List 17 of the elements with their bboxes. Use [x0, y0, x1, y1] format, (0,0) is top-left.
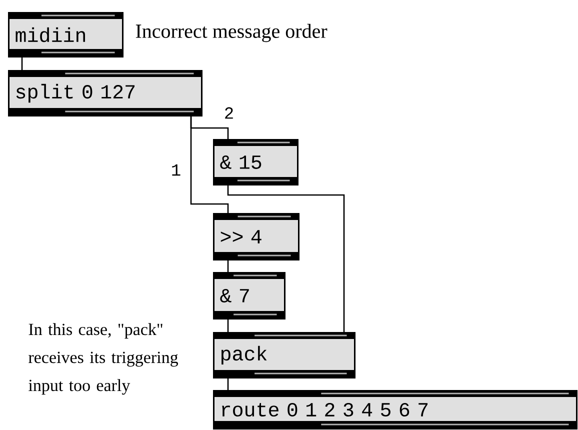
patch-cord — [227, 260, 229, 273]
object-box: & 15 — [213, 138, 298, 186]
object-box: >> 4 — [213, 213, 300, 260]
patch-cord — [190, 116, 229, 214]
comment: In this case, "pack" receives its triggering input too early — [28, 323, 178, 395]
patch-cord — [227, 378, 229, 391]
comment: Incorrect message order — [136, 24, 328, 42]
object-box: split 0 127 — [8, 70, 202, 116]
edge-label: 2 — [222, 106, 236, 120]
patch-cord — [21, 56, 23, 71]
patch-cord — [227, 184, 345, 333]
edge-label: 1 — [170, 163, 182, 177]
object-box: midiin — [8, 12, 124, 58]
object-box: & 7 — [213, 272, 286, 320]
object-box: pack — [213, 332, 356, 378]
object-box: route 0 1 2 3 4 5 6 7 — [213, 390, 578, 430]
patch-cord — [227, 318, 229, 333]
